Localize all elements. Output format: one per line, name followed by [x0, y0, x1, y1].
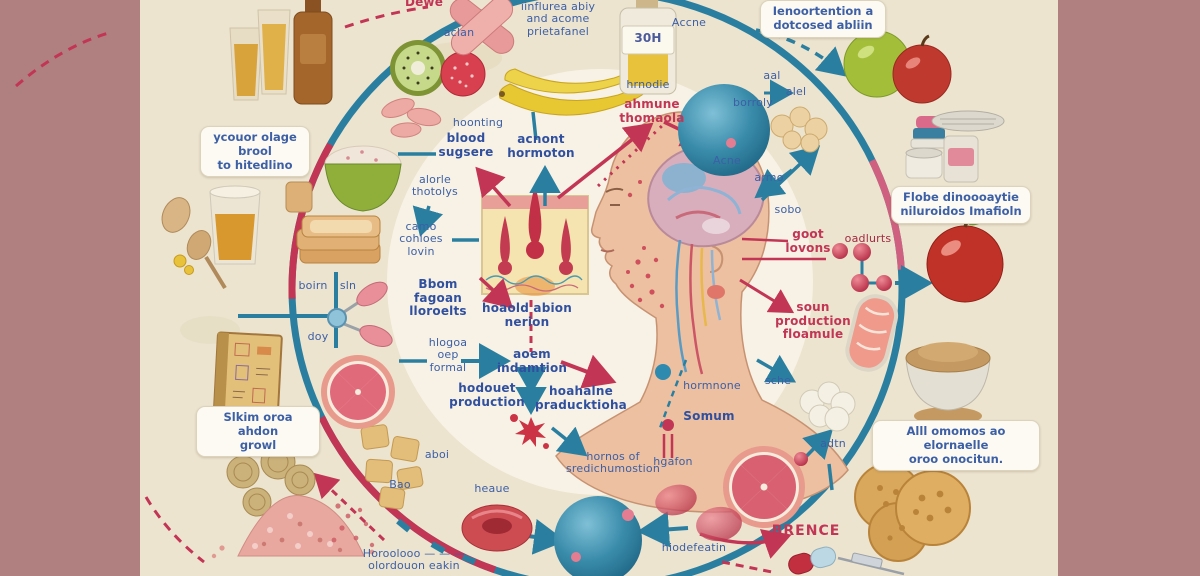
- pink-crumbs: [331, 503, 375, 548]
- book: [213, 331, 283, 415]
- grapefruit-left: [321, 355, 395, 429]
- acne-spots: [626, 180, 665, 309]
- rice-bowl: [324, 145, 402, 212]
- callout-top-right: Ienoortention a dotcosed abliin: [760, 0, 886, 38]
- skin-cross-section: [481, 184, 589, 296]
- kiwi: [390, 40, 446, 96]
- callout-ycouor: ycouor olage brool to hitedlino: [200, 126, 310, 178]
- blue-sphere-bottom: [554, 496, 642, 576]
- callout-all-omomos: Alll omomos ao elornaelle oroo onocitun.: [872, 420, 1040, 472]
- salmon-slice: [845, 294, 899, 372]
- red-donut: [461, 504, 533, 552]
- callout-flobe: Flobe dinoooaytie niluroidos Imafioln: [891, 186, 1031, 224]
- callout-skim: Slkim oroa ahdon growl: [196, 406, 320, 458]
- cookies: [854, 463, 971, 562]
- pink-pieces: [381, 97, 442, 138]
- garlic-cloves: [799, 381, 856, 432]
- inflammation-starburst: [510, 414, 549, 449]
- red-berries-chain: [794, 243, 892, 466]
- grapefruit-bottom: [723, 446, 805, 528]
- juice-glass: [209, 185, 261, 265]
- red-apple-top: [892, 34, 952, 104]
- wooden-spoons: [161, 197, 227, 290]
- pink-capsules: [449, 0, 515, 56]
- crouton-cubes: [360, 424, 424, 510]
- sugar-bowl: [905, 342, 991, 425]
- pink-tubers: [655, 484, 742, 542]
- neck-vessels: [675, 239, 722, 375]
- brown-bottle: [293, 0, 333, 105]
- red-capsule-pill: [788, 546, 837, 575]
- strawberry: [440, 51, 486, 97]
- blue-sphere-top: [678, 84, 770, 176]
- dough-balls: [770, 106, 828, 153]
- bread-slices: [285, 181, 381, 264]
- molecule-node: [238, 272, 393, 348]
- oil-glasses: [229, 9, 291, 101]
- syringe: [837, 552, 905, 576]
- oil-bottle: [619, 0, 677, 95]
- cosmetic-jars: [905, 110, 1005, 183]
